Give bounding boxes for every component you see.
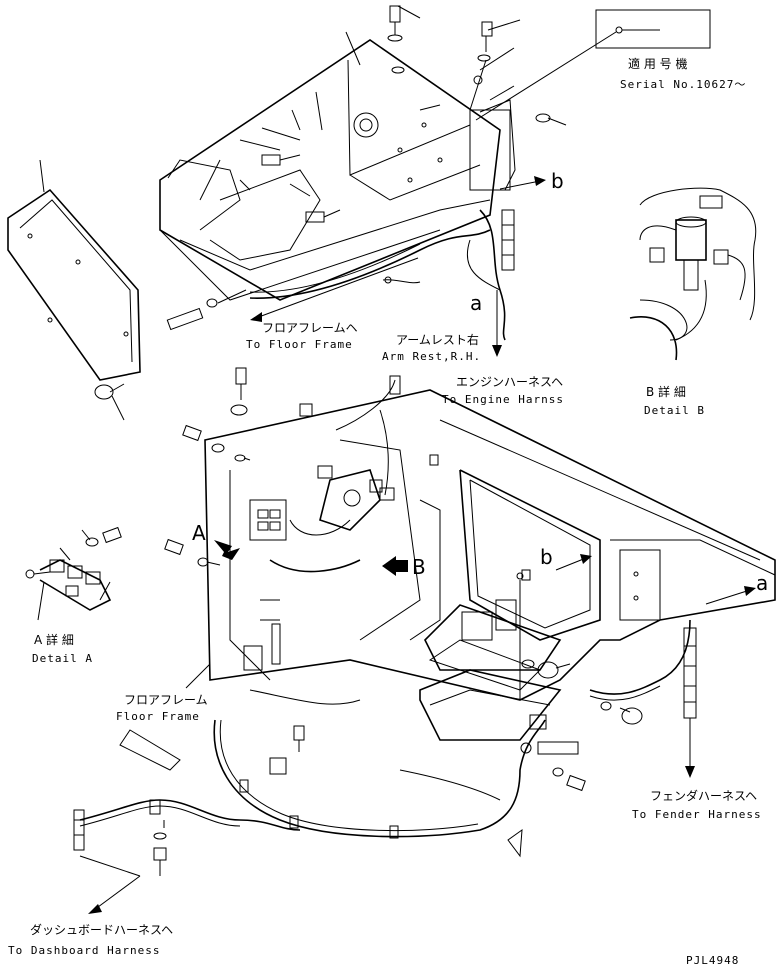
marker-view-a: A	[192, 521, 206, 545]
detail-b-en: Detail B	[644, 404, 705, 417]
cover-plate	[7, 159, 141, 381]
bottom-bolts	[153, 725, 305, 876]
marker-b-mid: b	[540, 545, 553, 569]
detail-b-jp: B 詳 細	[646, 384, 686, 399]
fender-harness-jp: フェンダハーネスヘ	[650, 788, 757, 803]
detail-a-drawing	[25, 526, 122, 621]
floor-frame-jp: フロアフレーム	[124, 693, 208, 707]
detail-a-jp: A 詳 細	[34, 632, 74, 647]
fender-harness: a	[589, 571, 768, 778]
floor-frame-en: Floor Frame	[116, 710, 200, 723]
serial-number-box: 適 用 号 機 Serial No.10627～	[475, 9, 746, 121]
detail-b-drawing	[629, 187, 757, 361]
floor-frame-body	[204, 389, 776, 701]
mounting-bracket	[159, 39, 516, 301]
arm-rest-en: Arm Rest,R.H.	[382, 350, 481, 363]
serial-en-label: Serial No.10627～	[620, 78, 746, 91]
floor-frame-top-jp: フロアフレームヘ	[262, 321, 358, 335]
serial-jp-label: 適 用 号 機	[628, 56, 687, 71]
top-arrows: b a	[250, 169, 564, 357]
relay-assembly	[249, 375, 401, 573]
drawing-number: PJL4948	[686, 954, 739, 967]
fender-harness-en: To Fender Harness	[632, 808, 762, 821]
right-hardware	[520, 659, 643, 792]
view-arrow-b: B	[382, 555, 426, 579]
dashboard-harness-en: To Dashboard Harness	[8, 944, 160, 957]
fuse-tray	[419, 569, 562, 741]
dashboard-harness-jp: ダッシュボードハーネスヘ	[30, 922, 173, 937]
engine-harness-jp: エンジンハーネスヘ	[456, 375, 563, 389]
marker-b-top: b	[551, 169, 564, 193]
marker-view-b: B	[412, 555, 426, 579]
middle-left-bolts	[164, 367, 281, 671]
engine-harness-en: To Engine Harnss	[442, 393, 564, 406]
top-leader-lines	[199, 31, 515, 201]
top-bolts	[261, 5, 567, 223]
panel-screw	[94, 383, 125, 421]
top-harness	[166, 209, 515, 341]
view-arrow-a: A	[192, 521, 240, 560]
arm-rest-jp: アームレスト右	[396, 332, 479, 347]
detail-a-en: Detail A	[32, 652, 93, 665]
marker-a-right: a	[756, 571, 768, 595]
bottom-harness	[73, 689, 546, 858]
marker-a-top: a	[470, 291, 482, 315]
floor-frame-top-en: To Floor Frame	[246, 338, 353, 351]
